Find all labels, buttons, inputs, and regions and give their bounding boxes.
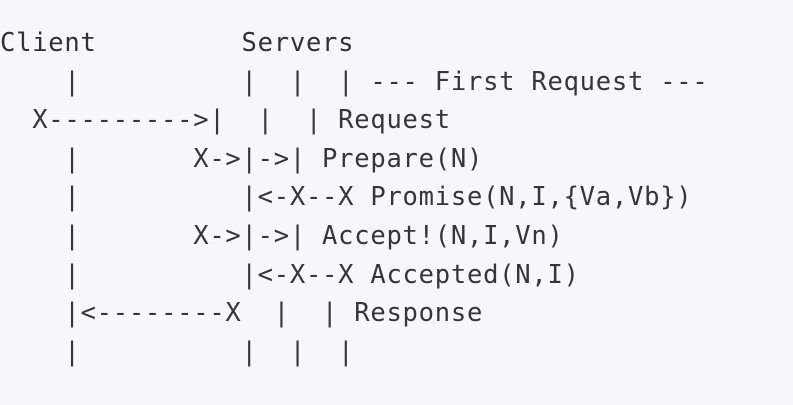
- diagram-row-response: |<--------X | | Response: [0, 298, 484, 329]
- diagram-row-banner: | | | | --- First Request ---: [0, 66, 709, 97]
- diagram-row-request: X--------->| | | Request: [0, 105, 451, 136]
- diagram-row-prepare: | X->|->| Prepare(N): [0, 143, 484, 174]
- ascii-sequence-diagram: Client Servers | | | | --- First Request…: [0, 24, 793, 371]
- diagram-header-row: Client Servers: [0, 28, 355, 58]
- diagram-row-accepted: | |<-X--X Accepted(N,I): [0, 259, 580, 290]
- diagram-row-accept: | X->|->| Accept!(N,I,Vn): [0, 220, 564, 251]
- diagram-row-lifelines-footer: | | | |: [0, 336, 355, 367]
- diagram-row-promise: | |<-X--X Promise(N,I,{Va,Vb}): [0, 182, 693, 213]
